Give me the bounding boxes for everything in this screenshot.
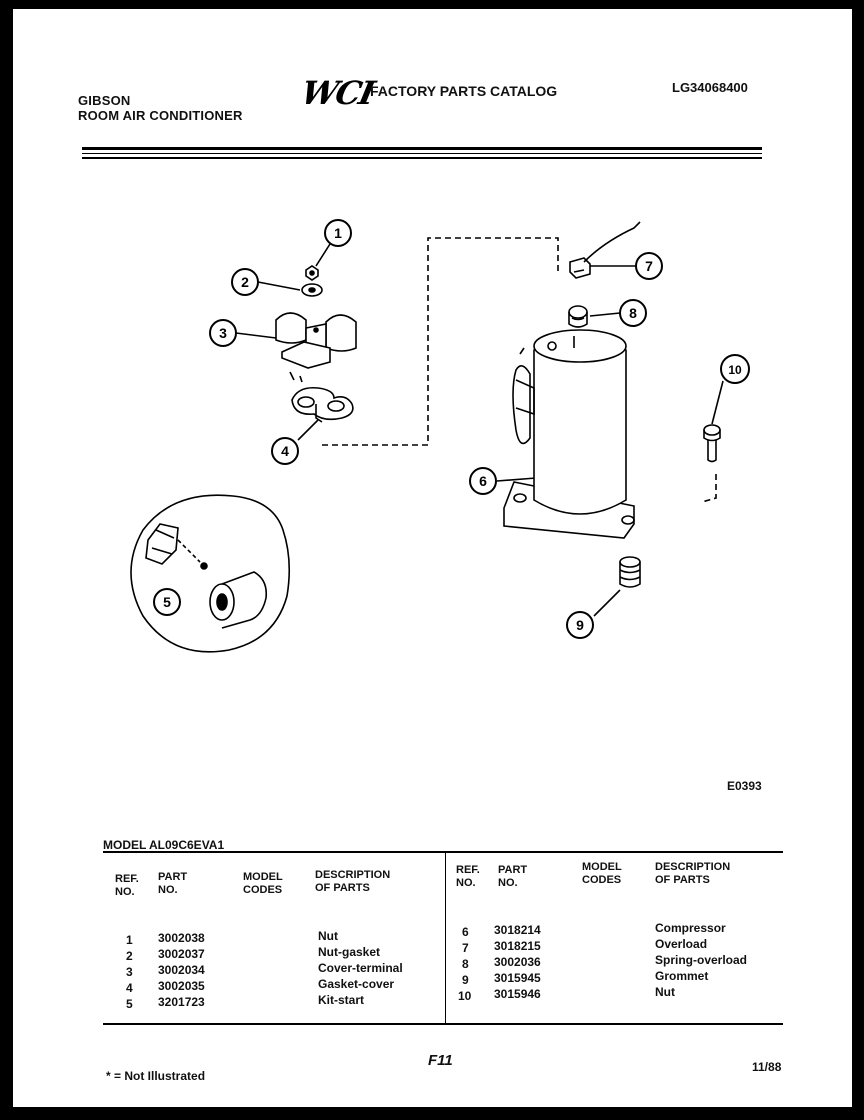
part-no: 3002037 <box>158 947 205 961</box>
callout-label-5: 5 <box>163 594 171 610</box>
header-ref-no: REF. NO. <box>115 873 139 898</box>
callout-label-2: 2 <box>241 274 249 290</box>
callout-4 <box>271 437 299 465</box>
callout-2 <box>231 268 259 296</box>
revision-date: 11/88 <box>752 1060 782 1074</box>
callout-label-10: 10 <box>728 363 742 377</box>
part-no: 3002038 <box>158 931 205 945</box>
nut-part-1 <box>305 265 319 281</box>
footnote: * = Not Illustrated <box>106 1069 206 1083</box>
callout-7 <box>635 252 663 280</box>
ref-no: 10 <box>458 989 472 1003</box>
header-ref-no-right: REF. NO. <box>456 864 480 889</box>
callout-5 <box>153 588 181 616</box>
callout-3 <box>209 319 237 347</box>
callout-label-9: 9 <box>576 617 584 633</box>
assembly-dashed-line <box>322 237 559 446</box>
header-rule <box>82 147 762 150</box>
part-description: Grommet <box>655 969 709 983</box>
header-description: DESCRIPTION OF PARTS <box>315 869 391 894</box>
callout-label-6: 6 <box>479 473 487 489</box>
page-code: F11 <box>428 1052 453 1069</box>
ref-no: 4 <box>126 981 133 995</box>
model-label: MODEL AL09C6EVA1 <box>103 838 225 852</box>
start-kit-inset-part-5 <box>130 494 291 653</box>
part-description: Kit-start <box>318 993 365 1007</box>
callout-label-1: 1 <box>334 225 342 241</box>
part-no: 3201723 <box>158 995 205 1009</box>
table-bottom-rule <box>103 1023 783 1025</box>
part-no: 3002036 <box>494 955 541 969</box>
part-description: Gasket-cover <box>318 977 395 991</box>
header-rule-bottom <box>82 157 762 159</box>
ref-no: 6 <box>462 925 469 939</box>
ref-no: 7 <box>462 941 469 955</box>
ref-no: 1 <box>126 933 133 947</box>
ref-no: 2 <box>126 949 133 963</box>
ref-no: 8 <box>462 957 469 971</box>
part-description: Overload <box>655 937 708 951</box>
callout-label-7: 7 <box>645 258 653 274</box>
callout-label-3: 3 <box>219 325 227 341</box>
nut-part-10 <box>701 424 721 503</box>
callout-8 <box>619 299 647 327</box>
part-description: Nut <box>318 929 338 943</box>
catalog-title: FACTORY PARTS CATALOG <box>370 83 558 99</box>
terminal-cover-part-3 <box>275 312 357 383</box>
header-rule-thin <box>82 153 762 154</box>
ref-no: 5 <box>126 997 133 1011</box>
header-description-right: DESCRIPTION OF PARTS <box>655 861 731 886</box>
nut-gasket-part-2 <box>301 283 323 297</box>
document-number: LG34068400 <box>672 80 748 95</box>
header-part-no: PART NO. <box>158 871 188 896</box>
part-no: 3018215 <box>494 939 541 953</box>
callout-label-8: 8 <box>629 305 637 321</box>
header-model-codes: MODEL CODES <box>243 871 283 896</box>
part-no: 3015946 <box>494 987 541 1001</box>
part-description: Nut-gasket <box>318 945 381 959</box>
header-part-no-right: PART NO. <box>498 864 528 889</box>
figure-code: E0393 <box>727 779 762 793</box>
table-top-rule <box>103 851 783 853</box>
gasket-cover-part-4 <box>291 386 354 423</box>
spring-overload-part-8 <box>568 305 588 328</box>
part-description: Nut <box>655 985 675 999</box>
part-description: Spring-overload <box>655 953 748 967</box>
part-description: Compressor <box>655 921 726 935</box>
part-no: 3018214 <box>494 923 541 937</box>
part-no: 3015945 <box>494 971 541 985</box>
grommet-part-9 <box>619 556 641 588</box>
table-divider <box>445 851 446 1024</box>
part-description: Cover-terminal <box>318 961 403 975</box>
compressor-part-6 <box>503 329 635 539</box>
callout-1 <box>324 219 352 247</box>
callout-9 <box>566 611 594 639</box>
ref-no: 3 <box>126 965 133 979</box>
ref-no: 9 <box>462 973 469 987</box>
part-no: 3002035 <box>158 979 205 993</box>
callout-10 <box>720 354 750 384</box>
brand-name: GIBSON <box>78 93 131 108</box>
header-model-codes-right: MODEL CODES <box>582 861 622 886</box>
callout-label-4: 4 <box>281 443 289 459</box>
overload-part-7 <box>569 221 641 279</box>
part-no: 3002034 <box>158 963 205 977</box>
callout-6 <box>469 467 497 495</box>
product-type: ROOM AIR CONDITIONER <box>78 108 243 123</box>
